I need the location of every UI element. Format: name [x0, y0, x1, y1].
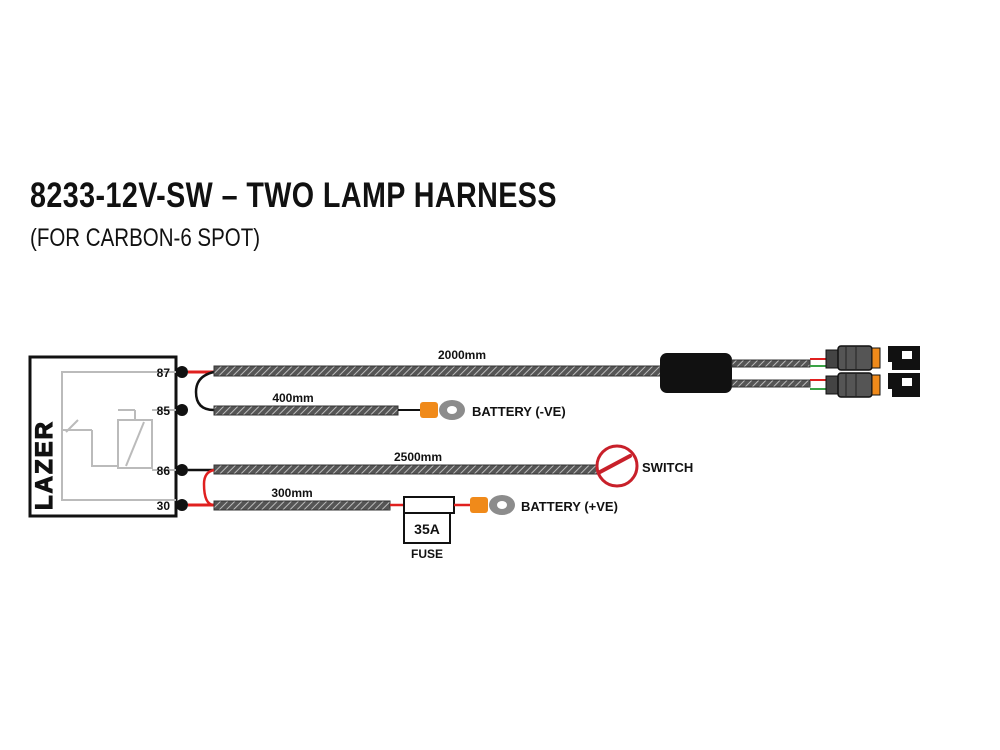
fuse-rating-label: 35A — [414, 521, 440, 537]
positive-cable: 300mm 35A FUSE BATTERY (+VE) — [188, 468, 618, 561]
main-length-label: 2000mm — [438, 348, 486, 362]
diagram-title: 8233-12V-SW – TWO LAMP HARNESS — [30, 176, 557, 215]
fuse-body — [403, 512, 451, 544]
pin-85-label: 85 — [157, 404, 171, 418]
main-cable: 2000mm — [188, 348, 811, 412]
splitter-block — [660, 353, 732, 393]
switch-cable: 2500mm SWITCH — [188, 444, 693, 488]
pin-87-terminal — [176, 366, 188, 378]
battery-positive-label: BATTERY (+VE) — [521, 499, 618, 514]
switch-label: SWITCH — [642, 460, 693, 475]
lazer-logo: LAZER — [31, 420, 58, 510]
lamp-connector-upper — [810, 345, 920, 371]
switch-length-label: 2500mm — [394, 450, 442, 464]
ground-cable: 400mm BATTERY (-VE) — [213, 391, 566, 420]
relay-schematic — [61, 371, 176, 501]
fuse-label: FUSE — [411, 547, 443, 561]
battery-negative-label: BATTERY (-VE) — [472, 404, 566, 419]
fuse-holder — [403, 496, 455, 514]
pin-86-terminal — [176, 464, 188, 476]
pin-87-label: 87 — [157, 366, 171, 380]
switch-icon — [595, 444, 639, 488]
pin-30-terminal — [176, 499, 188, 511]
pin-85-terminal — [176, 404, 188, 416]
lamp-connector-lower — [810, 372, 920, 398]
diagram-subtitle: (FOR CARBON-6 SPOT) — [30, 224, 261, 252]
positive-length-label: 300mm — [271, 486, 312, 500]
pin-86-label: 86 — [157, 464, 171, 478]
ground-length-label: 400mm — [272, 391, 313, 405]
pin-30-label: 30 — [157, 499, 171, 513]
relay-box: LAZER 87 85 86 30 — [28, 355, 188, 518]
